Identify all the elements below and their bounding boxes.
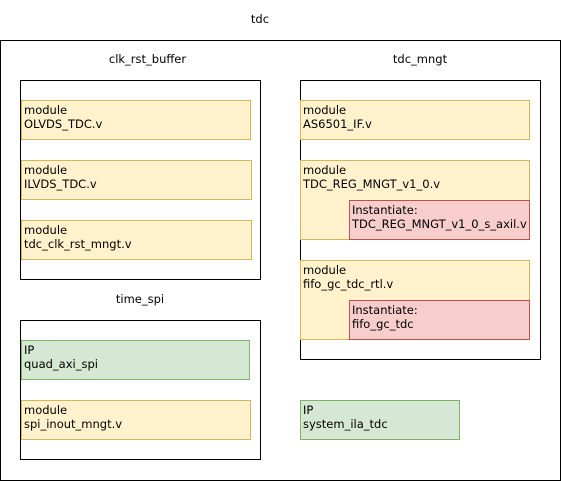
tdc-title: tdc (250, 12, 270, 26)
ilvds-tdc-module[interactable]: module ILVDS_TDC.v (21, 160, 252, 200)
module-name-label: fifo_gc_tdc_rtl.v (303, 276, 394, 291)
module-kind-label: module (303, 263, 347, 277)
tdc-mngt-title: tdc_mngt (392, 52, 448, 66)
ip-kind-label: IP (303, 403, 314, 417)
tdc-reg-mngt-s-axil-instance[interactable]: Instantiate: TDC_REG_MNGT_v1_0_s_axil.v (349, 200, 530, 240)
fifo-gc-tdc-instance[interactable]: Instantiate: fifo_gc_tdc (349, 300, 530, 340)
module-kind-label: module (24, 223, 68, 237)
as6501-if-module[interactable]: module AS6501_IF.v (300, 100, 530, 140)
module-name-label: tdc_clk_rst_mngt.v (24, 236, 132, 251)
module-name-label: AS6501_IF.v (303, 116, 372, 131)
module-kind-label: module (24, 163, 68, 177)
olvds-tdc-module[interactable]: module OLVDS_TDC.v (21, 100, 251, 140)
clk-rst-buffer-title: clk_rst_buffer (108, 52, 187, 66)
module-name-label: ILVDS_TDC.v (24, 176, 97, 191)
spi-inout-mngt-module[interactable]: module spi_inout_mngt.v (21, 400, 251, 440)
quad-axi-spi-ip[interactable]: IP quad_axi_spi (21, 340, 250, 380)
ip-name-label: quad_axi_spi (24, 356, 98, 371)
time-spi-title: time_spi (115, 292, 165, 306)
instantiate-name-label: fifo_gc_tdc (352, 316, 414, 331)
system-ila-tdc-ip[interactable]: IP system_ila_tdc (300, 400, 460, 440)
instantiate-name-label: TDC_REG_MNGT_v1_0_s_axil.v (352, 216, 527, 231)
ip-kind-label: IP (24, 343, 35, 357)
instantiate-kind-label: Instantiate: (352, 203, 418, 217)
tdc-clk-rst-mngt-module[interactable]: module tdc_clk_rst_mngt.v (21, 220, 252, 260)
instantiate-kind-label: Instantiate: (352, 303, 418, 317)
module-name-label: spi_inout_mngt.v (24, 416, 123, 431)
module-kind-label: module (24, 103, 68, 117)
module-kind-label: module (303, 103, 347, 117)
module-kind-label: module (24, 403, 68, 417)
module-name-label: OLVDS_TDC.v (24, 116, 103, 131)
module-name-label: TDC_REG_MNGT_v1_0.v (303, 176, 441, 191)
ip-name-label: system_ila_tdc (303, 416, 388, 431)
module-kind-label: module (303, 163, 347, 177)
